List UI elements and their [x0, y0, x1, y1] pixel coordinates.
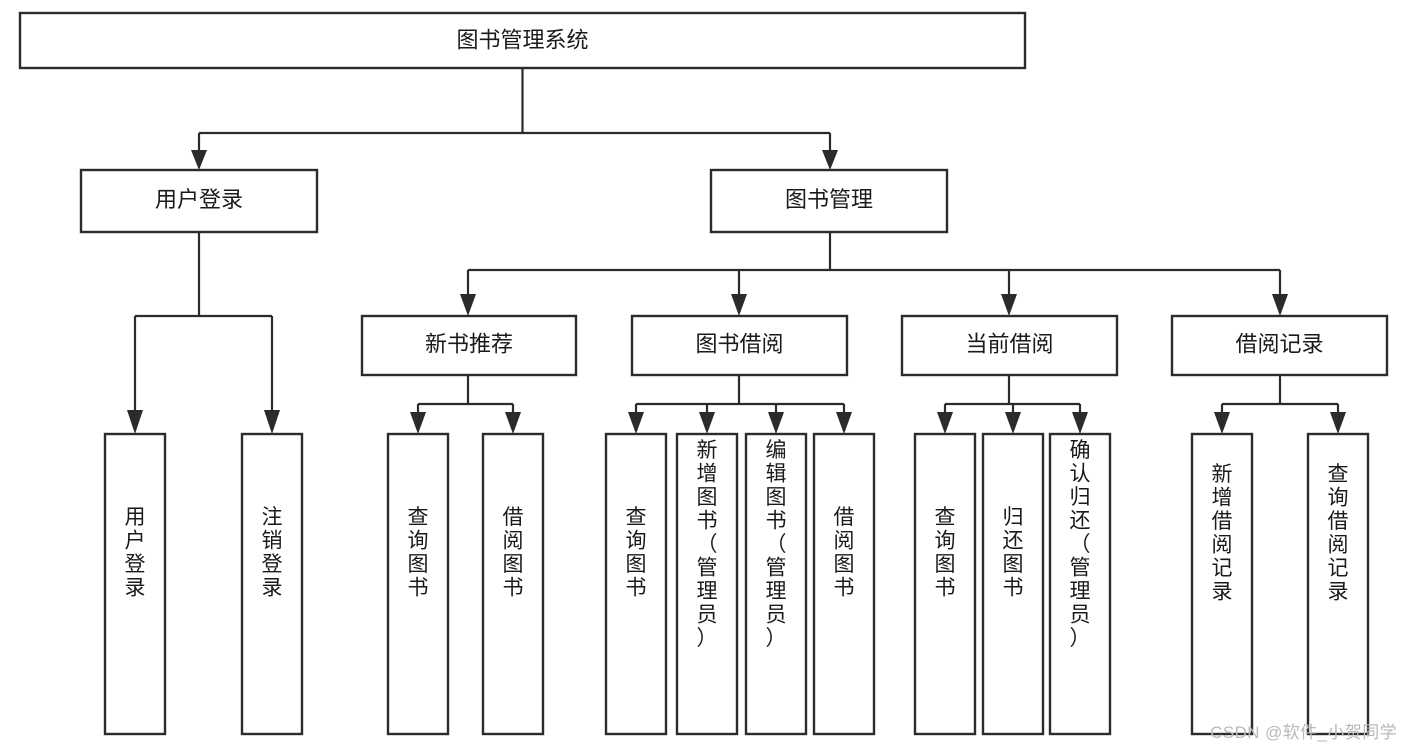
node-book-management-label: 图书管理: [785, 187, 873, 212]
node-leaf-return-book[interactable]: 归还图书: [981, 432, 1045, 736]
node-leaf-return-book-box[interactable]: [981, 432, 1045, 736]
node-leaf-edit-book-label: 编辑图书（管理员）: [766, 439, 787, 650]
node-leaf-logout-login-label: 注销登录: [262, 506, 283, 600]
arrow-head-leaf-borrow-book-1: [505, 412, 521, 434]
node-leaf-borrow-book-1-box[interactable]: [481, 432, 545, 736]
node-leaf-user-login-box[interactable]: [103, 432, 167, 736]
node-leaf-borrow-book-1-label: 借阅图书: [503, 506, 524, 600]
connector-group-book-borrow-to-leaves: [628, 375, 852, 434]
node-user-login-box[interactable]: [79, 168, 319, 234]
node-leaf-confirm-return-label: 确认归还（管理员）: [1070, 439, 1091, 650]
node-leaf-add-book[interactable]: 新增图书（管理员）: [675, 432, 739, 736]
arrow-head-book-borrow: [731, 294, 747, 316]
arrow-head-leaf-add-book: [699, 412, 715, 434]
node-root-label: 图书管理系统: [456, 27, 588, 52]
node-user-login[interactable]: 用户登录: [79, 168, 319, 234]
arrow-head-book-management: [822, 150, 838, 170]
node-leaf-add-record-box[interactable]: [1190, 432, 1254, 736]
arrow-head-leaf-add-record: [1214, 412, 1230, 434]
connector-group-user-login-to-leaves: [127, 232, 280, 434]
connector-group-current-borrow-to-leaves: [937, 375, 1088, 434]
arrow-head-leaf-user-login: [127, 410, 143, 434]
node-leaf-query-record-box[interactable]: [1306, 432, 1370, 736]
node-leaf-user-login[interactable]: 用户登录: [103, 432, 167, 736]
node-leaf-add-record[interactable]: 新增借阅记录: [1190, 432, 1254, 736]
node-leaf-query-book-2[interactable]: 查询图书: [604, 432, 668, 736]
node-leaf-query-book-1-label: 查询图书: [408, 506, 429, 600]
arrow-head-borrow-record: [1272, 294, 1288, 316]
node-book-management[interactable]: 图书管理: [709, 168, 949, 234]
node-book-borrow-box[interactable]: [630, 314, 849, 377]
node-current-borrow-box[interactable]: [900, 314, 1119, 377]
node-book-borrow[interactable]: 图书借阅: [630, 314, 849, 377]
node-borrow-record[interactable]: 借阅记录: [1170, 314, 1389, 377]
arrow-head-leaf-query-book-1: [410, 412, 426, 434]
node-new-book-recommend[interactable]: 新书推荐: [360, 314, 578, 377]
arrow-head-leaf-confirm-return: [1072, 412, 1088, 434]
node-leaf-add-book-box[interactable]: [675, 432, 739, 736]
node-leaf-borrow-book-1[interactable]: 借阅图书: [481, 432, 545, 736]
node-leaf-query-book-1-box[interactable]: [386, 432, 450, 736]
connector-group-new-book-recommend-to-leaves: [410, 375, 521, 434]
node-leaf-user-login-label: 用户登录: [125, 506, 146, 600]
arrow-head-new-book-recommend: [460, 294, 476, 316]
node-leaf-borrow-book-2-box[interactable]: [812, 432, 876, 736]
node-leaf-query-record[interactable]: 查询借阅记录: [1306, 432, 1370, 736]
node-leaf-query-book-2-label: 查询图书: [626, 506, 647, 600]
arrow-head-leaf-edit-book: [768, 412, 784, 434]
node-leaf-logout-login-box[interactable]: [240, 432, 304, 736]
node-root-box[interactable]: [18, 11, 1027, 70]
node-leaf-query-book-3[interactable]: 查询图书: [913, 432, 977, 736]
node-new-book-recommend-label: 新书推荐: [425, 331, 513, 356]
node-leaf-query-book-2-box[interactable]: [604, 432, 668, 736]
node-leaf-query-book-1[interactable]: 查询图书: [386, 432, 450, 736]
arrow-head-leaf-query-record: [1330, 412, 1346, 434]
arrow-head-leaf-query-book-3: [937, 412, 953, 434]
connector-group-borrow-record-to-leaves: [1214, 375, 1346, 434]
node-leaf-edit-book[interactable]: 编辑图书（管理员）: [744, 432, 808, 736]
node-leaf-add-record-label: 新增借阅记录: [1212, 463, 1233, 604]
node-current-borrow[interactable]: 当前借阅: [900, 314, 1119, 377]
node-user-login-label: 用户登录: [155, 187, 243, 212]
node-leaf-query-record-label: 查询借阅记录: [1328, 463, 1349, 604]
node-leaf-return-book-label: 归还图书: [1003, 506, 1024, 600]
node-current-borrow-label: 当前借阅: [965, 331, 1053, 356]
node-leaf-edit-book-box[interactable]: [744, 432, 808, 736]
node-leaf-add-book-label: 新增图书（管理员）: [697, 439, 718, 650]
node-borrow-record-label: 借阅记录: [1235, 331, 1323, 356]
node-leaf-borrow-book-2-label: 借阅图书: [834, 506, 855, 600]
connector-group-book-management-to-level3: [460, 232, 1288, 316]
node-book-borrow-label: 图书借阅: [695, 331, 783, 356]
node-leaf-query-book-3-box[interactable]: [913, 432, 977, 736]
node-leaf-borrow-book-2[interactable]: 借阅图书: [812, 432, 876, 736]
node-new-book-recommend-box[interactable]: [360, 314, 578, 377]
arrow-head-current-borrow: [1001, 294, 1017, 316]
node-root[interactable]: 图书管理系统: [18, 11, 1027, 70]
connector-group-root-to-level2: [191, 68, 838, 170]
arrow-head-user-login: [191, 150, 207, 170]
node-borrow-record-box[interactable]: [1170, 314, 1389, 377]
node-leaf-logout-login[interactable]: 注销登录: [240, 432, 304, 736]
arrow-head-leaf-logout-login: [264, 410, 280, 434]
node-leaf-confirm-return[interactable]: 确认归还（管理员）: [1048, 432, 1112, 736]
node-book-management-box[interactable]: [709, 168, 949, 234]
node-leaf-confirm-return-box[interactable]: [1048, 432, 1112, 736]
csdn-watermark: CSDN @软件_小贺同学: [1210, 723, 1397, 742]
node-leaf-query-book-3-label: 查询图书: [935, 506, 956, 600]
arrow-head-leaf-query-book-2: [628, 412, 644, 434]
arrow-head-leaf-borrow-book-2: [836, 412, 852, 434]
arrow-head-leaf-return-book: [1005, 412, 1021, 434]
